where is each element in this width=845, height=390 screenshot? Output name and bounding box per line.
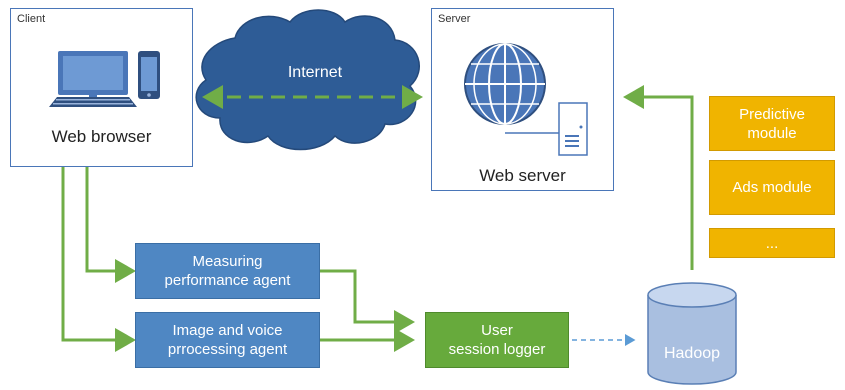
measuring-agent-label: Measuring performance agent	[164, 253, 291, 289]
more-modules-label: ...	[765, 234, 779, 252]
server-caption: Server	[438, 13, 471, 25]
keyboard-icon	[49, 97, 137, 107]
client-panel: Client Web browser	[10, 8, 193, 167]
client-caption: Client	[17, 13, 46, 25]
client-to-image-arrow	[61, 165, 136, 352]
hadoop-label: Hadoop	[663, 345, 721, 362]
client-title: Web browser	[51, 127, 152, 146]
server-tower-icon	[558, 102, 588, 156]
image-agent-label: Image and voice prrocessing agent	[167, 322, 288, 358]
server-panel: Server Web server	[431, 8, 614, 191]
device-icons	[49, 51, 160, 107]
image-agent-box: Image and voice prrocessing agent	[135, 312, 320, 368]
measuring-to-logger-arrow	[320, 269, 415, 334]
hadoop-to-server-arrow	[623, 85, 694, 270]
ads-module-box: Ads module	[709, 160, 835, 215]
measuring-agent-box: Measuring performance agent	[135, 243, 320, 299]
ads-module-label: Ads module	[732, 179, 812, 196]
internet-label: Internet	[287, 64, 343, 81]
monitor-icon	[58, 51, 128, 101]
server-icons	[464, 43, 588, 156]
more-modules-box: ...	[709, 228, 835, 258]
cloud-icon	[195, 9, 420, 151]
session-logger-box: User session logger	[425, 312, 569, 368]
session-logger-label: User session logger	[448, 322, 546, 358]
server-title: Web server	[479, 166, 566, 185]
predictive-module-label: Predictive module	[739, 105, 805, 142]
client-to-measuring-arrow	[85, 165, 136, 283]
predictive-module-box: Predictive module	[709, 96, 835, 151]
database-icon	[647, 282, 737, 385]
globe-icon	[464, 43, 546, 125]
smartphone-icon	[138, 51, 160, 99]
